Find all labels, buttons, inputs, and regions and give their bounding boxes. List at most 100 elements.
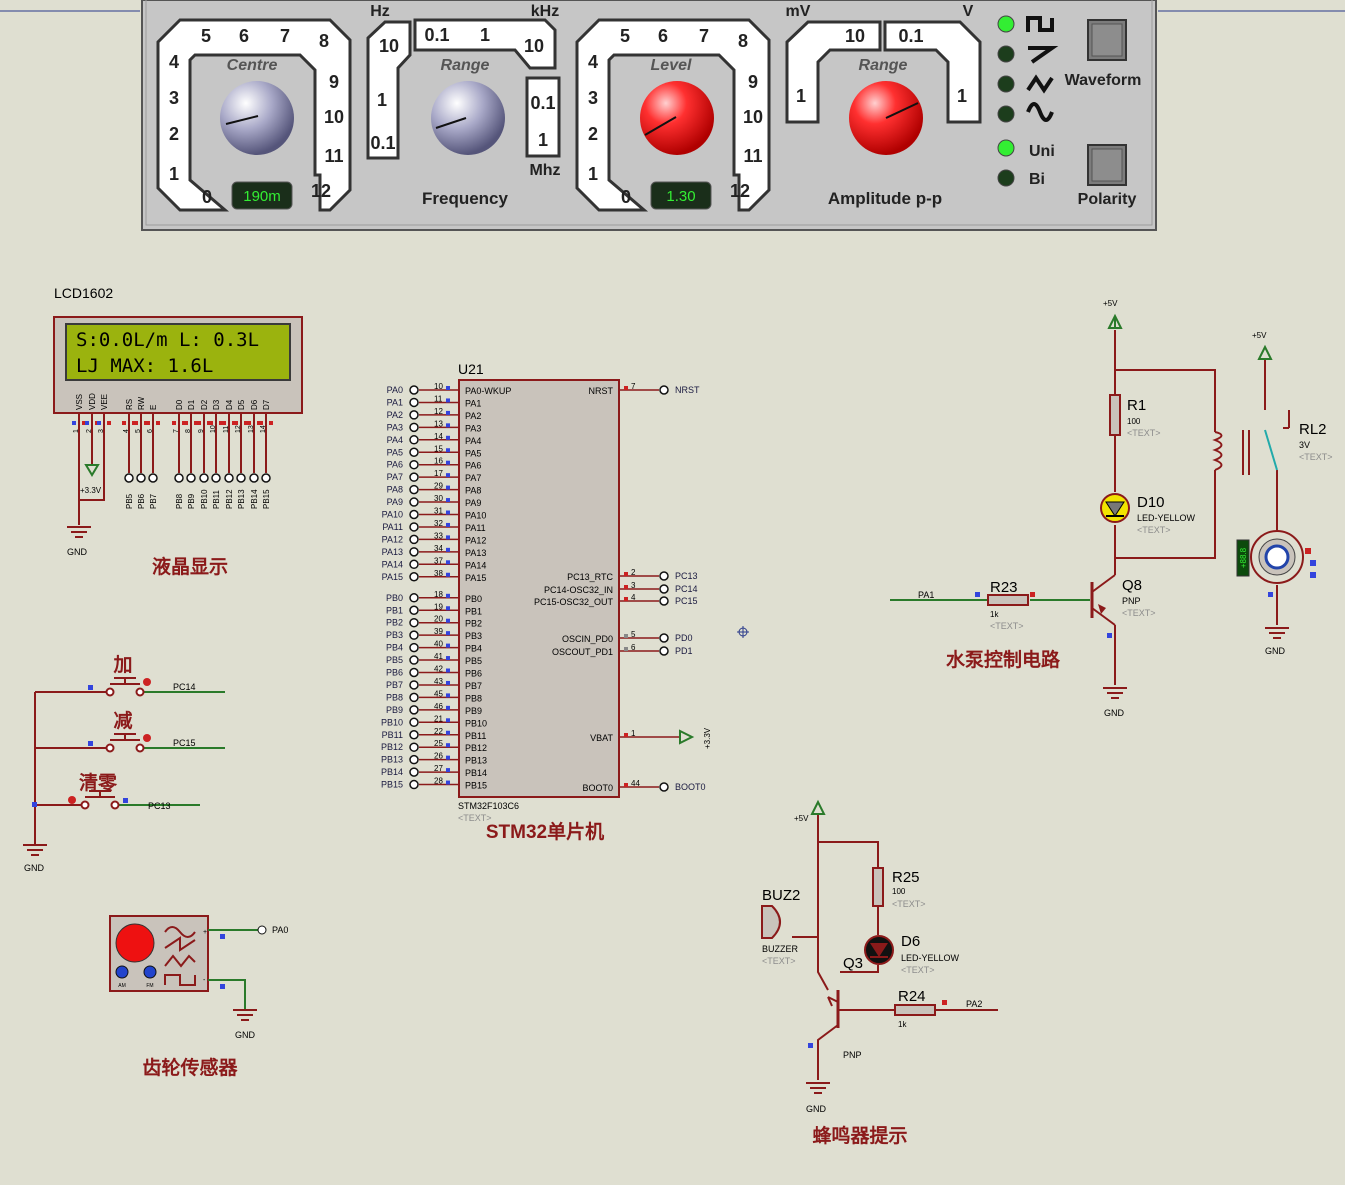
dial-number: 1 xyxy=(169,164,179,184)
am-knob[interactable] xyxy=(115,965,129,979)
lcd-pin-number: 6 xyxy=(147,429,154,433)
lcd-terminal[interactable] xyxy=(199,473,209,483)
dial-number: 6 xyxy=(658,26,668,46)
lcd-terminal[interactable] xyxy=(261,473,271,483)
pin-state-marker xyxy=(107,421,111,425)
resistor-r23[interactable] xyxy=(987,594,1029,606)
sensor-indicator-icon xyxy=(115,923,155,963)
mcu-pin-name: PA14 xyxy=(465,560,486,570)
lcd-terminal[interactable] xyxy=(236,473,246,483)
mcu-terminal[interactable] xyxy=(409,705,419,715)
mcu-terminal[interactable] xyxy=(409,422,419,433)
lcd-module[interactable]: LCD1602 S:0.0L/m L: 0.3L LJ MAX: 1.6L VS… xyxy=(53,285,303,578)
pump-motor[interactable] xyxy=(1236,530,1304,584)
mcu-terminal[interactable] xyxy=(409,655,419,665)
mcu-terminal[interactable] xyxy=(659,633,669,643)
subtract-button[interactable] xyxy=(105,733,145,753)
mcu-pin-name: OSCIN_PD0 xyxy=(562,634,613,644)
centre-knob[interactable] xyxy=(220,81,294,155)
mcu-terminal[interactable] xyxy=(409,717,419,728)
centre-dial-frame xyxy=(156,18,352,212)
mcu-terminal[interactable] xyxy=(659,782,669,792)
mcu-terminal[interactable] xyxy=(409,630,419,640)
lcd-pin-name: RW xyxy=(137,396,146,410)
mcu-terminal[interactable] xyxy=(409,692,419,703)
pin-state-marker xyxy=(72,421,76,425)
led-d6[interactable] xyxy=(864,935,894,965)
lcd-terminal[interactable] xyxy=(186,473,196,483)
transistor-q3[interactable] xyxy=(827,990,840,1028)
add-button[interactable] xyxy=(105,677,145,697)
level-dial-frame xyxy=(575,18,771,212)
mcu-terminal[interactable] xyxy=(659,584,669,594)
mcu-terminal[interactable] xyxy=(409,559,419,570)
mcu-terminal[interactable] xyxy=(409,572,419,582)
mcu-terminal[interactable] xyxy=(659,571,669,581)
fm-knob[interactable] xyxy=(143,965,157,979)
mcu-net-label: PA14 xyxy=(382,559,403,569)
mcu-terminal[interactable] xyxy=(409,522,419,532)
mcu-terminal[interactable] xyxy=(659,385,669,395)
mcu-terminal[interactable] xyxy=(409,509,419,520)
lcd-terminal[interactable] xyxy=(124,473,134,483)
mcu-terminal[interactable] xyxy=(409,593,419,603)
mcu-net-label: PC14 xyxy=(675,584,698,594)
mcu-terminal[interactable] xyxy=(409,472,419,482)
level-knob[interactable] xyxy=(640,81,714,155)
relay-rl2[interactable] xyxy=(1212,410,1290,475)
lcd-pin-number: 9 xyxy=(198,429,205,433)
mcu-terminal[interactable] xyxy=(409,410,419,420)
mcu-terminal[interactable] xyxy=(409,680,419,690)
mcu-terminal[interactable] xyxy=(409,779,419,790)
mcu-terminal[interactable] xyxy=(409,397,419,408)
mcu-terminal[interactable] xyxy=(409,534,419,545)
led-d10[interactable] xyxy=(1100,493,1130,523)
mcu-terminal[interactable] xyxy=(409,605,419,615)
transistor-q8[interactable] xyxy=(1090,574,1116,626)
lcd-terminal[interactable] xyxy=(148,473,158,483)
pin-state-marker xyxy=(446,510,450,515)
resistor-r1[interactable] xyxy=(1109,394,1121,436)
mcu-net-label: PA5 xyxy=(387,447,403,457)
waveform-button-label: Waveform xyxy=(1065,72,1142,89)
lcd-terminal[interactable] xyxy=(136,473,146,483)
dial-number: 6 xyxy=(239,26,249,46)
mcu-terminal[interactable] xyxy=(659,596,669,606)
q3-value: PNP xyxy=(843,1050,862,1060)
lcd-terminal[interactable] xyxy=(224,473,234,483)
mcu-terminal[interactable] xyxy=(409,385,419,395)
mcu-terminal[interactable] xyxy=(409,667,419,678)
mcu-terminal[interactable] xyxy=(409,642,419,653)
resistor-r24[interactable] xyxy=(894,1004,936,1016)
mcu-pin-name: PB10 xyxy=(465,718,487,728)
lcd-pin-name: D5 xyxy=(237,399,246,410)
mcu-terminal[interactable] xyxy=(409,459,419,470)
mcu-terminal[interactable] xyxy=(409,754,419,765)
lcd-terminal[interactable] xyxy=(249,473,259,483)
mcu-terminal[interactable] xyxy=(409,730,419,740)
rl2-text: <TEXT> xyxy=(1299,452,1333,462)
mcu-terminal[interactable] xyxy=(409,435,419,445)
mcu-pin-name: VBAT xyxy=(590,733,613,743)
buzzer-input-net: PA2 xyxy=(966,999,982,1009)
mcu-terminal[interactable] xyxy=(409,742,419,752)
mcu-net-label: PA11 xyxy=(382,522,403,532)
buzzer-buz2[interactable] xyxy=(761,905,781,939)
clear-button[interactable] xyxy=(80,790,120,810)
mcu-terminal[interactable] xyxy=(409,484,419,495)
mcu-terminal[interactable] xyxy=(409,547,419,557)
mcu-terminal[interactable] xyxy=(409,617,419,628)
lcd-terminal[interactable] xyxy=(211,473,221,483)
lcd-terminal[interactable] xyxy=(174,473,184,483)
mcu-terminal[interactable] xyxy=(409,497,419,507)
sensor-terminal[interactable] xyxy=(257,925,267,935)
lcd-caption: 液晶显示 xyxy=(152,555,228,578)
mcu-terminal[interactable] xyxy=(409,767,419,777)
freq-range-knob[interactable] xyxy=(431,81,505,155)
mcu-terminal[interactable] xyxy=(659,646,669,656)
mcu-terminal[interactable] xyxy=(409,447,419,457)
resistor-r25[interactable] xyxy=(872,867,884,907)
gear-sensor[interactable]: AM FM + - xyxy=(109,915,209,992)
